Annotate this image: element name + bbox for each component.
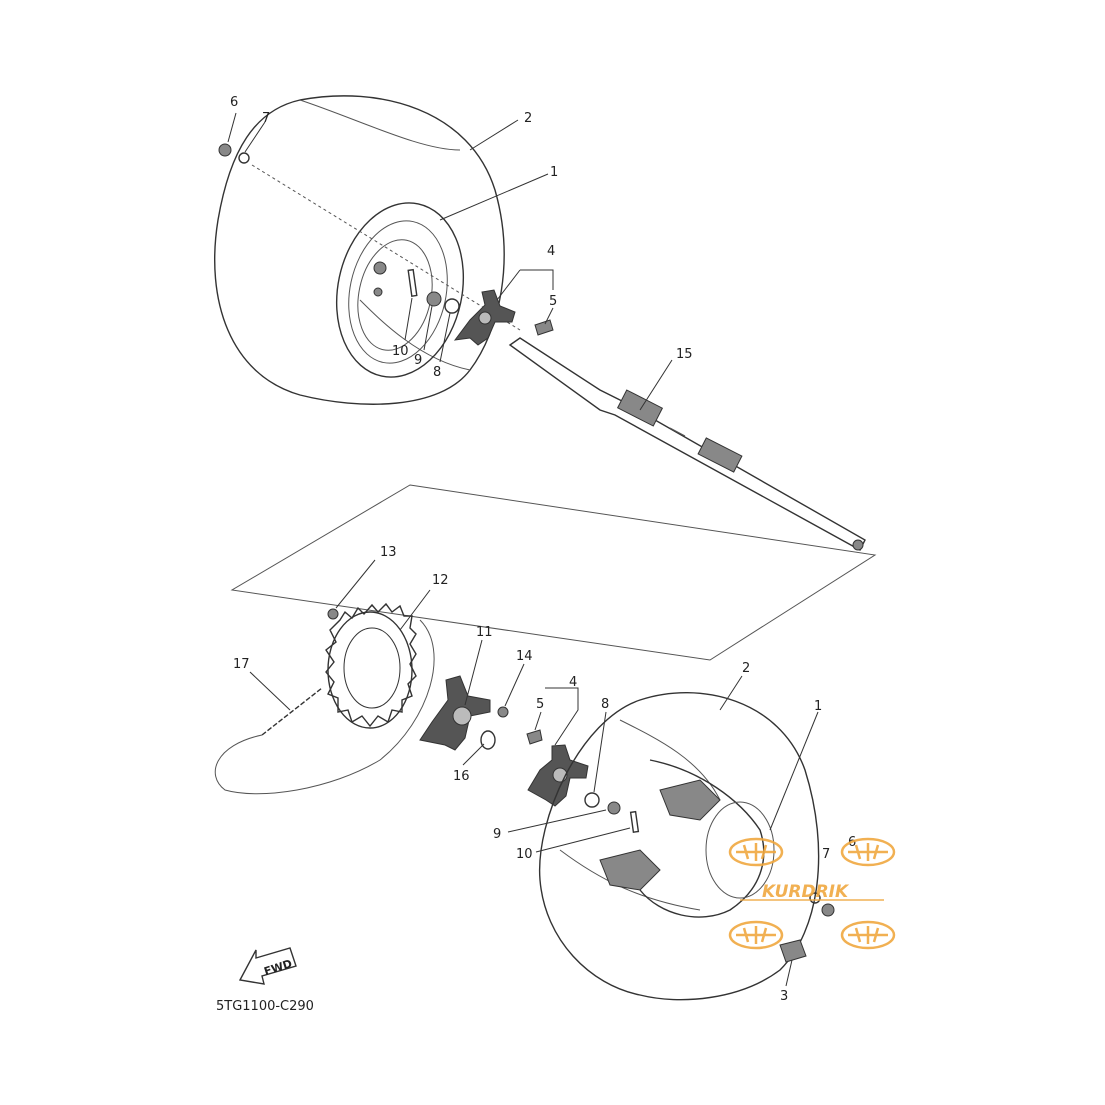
label-bottom-5: 5 — [536, 697, 544, 712]
nut-6-bottom — [821, 903, 835, 917]
label-top-1: 1 — [550, 165, 558, 180]
label-bottom-14: 14 — [516, 649, 533, 664]
nut-14 — [497, 706, 509, 718]
washer-top — [444, 298, 460, 314]
part-labels: 6 7 2 1 4 5 10 9 8 15 13 12 17 11 14 5 4… — [230, 95, 856, 1004]
washer-bottom — [584, 792, 600, 808]
top-rim — [335, 202, 465, 378]
label-top-9: 9 — [414, 353, 422, 368]
label-bottom-17: 17 — [233, 657, 250, 672]
sprocket — [325, 602, 417, 729]
label-bottom-2: 2 — [742, 661, 750, 676]
label-top-15: 15 — [676, 347, 693, 362]
label-bottom-13: 13 — [380, 545, 397, 560]
nut-bottom — [607, 801, 621, 815]
sprocket-hub — [419, 675, 491, 751]
label-top-4: 4 — [547, 244, 555, 259]
bottom-assembly — [214, 602, 835, 1001]
watermark-text: KURDRIK — [762, 882, 850, 902]
label-bottom-3: 3 — [780, 989, 788, 1004]
label-bottom-12: 12 — [432, 573, 449, 588]
rear-axle — [508, 337, 866, 551]
label-top-7: 7 — [262, 111, 270, 126]
label-bottom-9: 9 — [493, 827, 501, 842]
top-hub — [453, 289, 516, 346]
label-bottom-8: 8 — [601, 697, 609, 712]
drive-chain — [261, 687, 323, 736]
cotter-pin-bottom — [629, 810, 640, 833]
drawing-code: 5TG1100-C290 — [216, 999, 314, 1014]
nut-top — [426, 291, 442, 307]
label-top-8: 8 — [433, 365, 441, 380]
label-bottom-7: 7 — [822, 847, 830, 862]
cotter-pin-top — [407, 268, 418, 297]
watermark-logo: KURDRIK — [728, 837, 896, 950]
washer-7-bottom — [809, 892, 821, 904]
bolt-bottom — [526, 729, 543, 745]
assembly-boundary — [230, 484, 877, 661]
label-top-10: 10 — [392, 344, 409, 359]
washer-7-top — [238, 152, 250, 164]
label-top-2: 2 — [524, 111, 532, 126]
label-top-5: 5 — [549, 294, 557, 309]
bolt-13 — [327, 608, 339, 620]
bottom-wheel — [538, 692, 820, 1001]
nut-6-top — [218, 143, 232, 157]
label-bottom-4: 4 — [569, 675, 577, 690]
label-bottom-1: 1 — [814, 699, 822, 714]
label-bottom-16: 16 — [453, 769, 470, 784]
leader-lines — [227, 112, 819, 987]
bolt-top — [534, 319, 554, 336]
circlip — [480, 730, 496, 750]
label-top-6: 6 — [230, 95, 238, 110]
fwd-arrow: FWD — [238, 947, 297, 985]
fwd-label: FWD — [262, 957, 293, 978]
bottom-tire — [538, 692, 820, 1001]
top-tire — [214, 95, 505, 405]
valve-stem — [779, 939, 807, 963]
bottom-hub — [527, 744, 589, 807]
label-bottom-11: 11 — [476, 625, 493, 640]
label-bottom-10: 10 — [516, 847, 533, 862]
top-wheel-assembly — [214, 95, 554, 405]
